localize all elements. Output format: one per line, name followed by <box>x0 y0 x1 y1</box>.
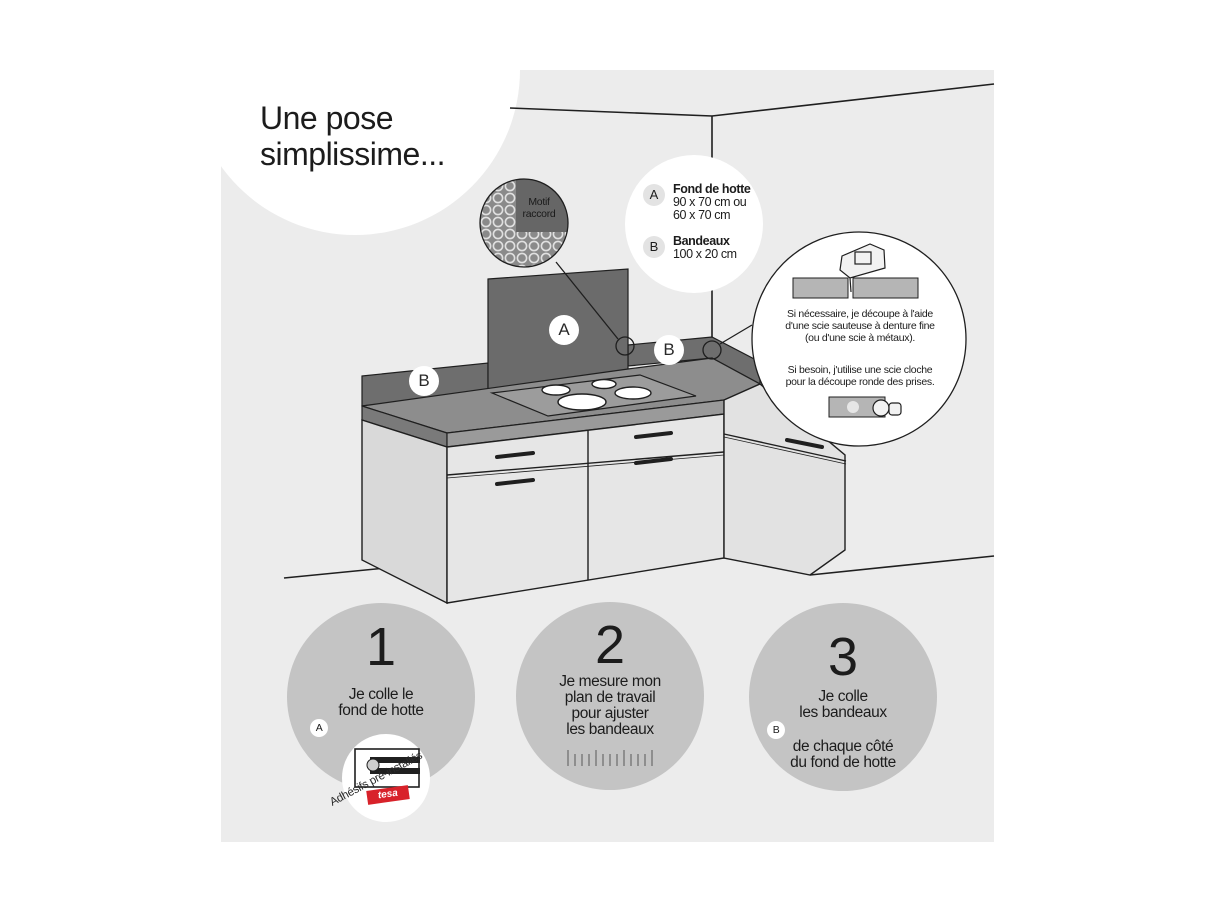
step-1-line-1: Je colle le <box>348 686 414 703</box>
motif-line-1: Motif <box>528 196 550 208</box>
jigsaw-icon <box>839 243 886 293</box>
legend-badge-b: B <box>643 236 665 258</box>
bandeau-label-b-left: B <box>409 366 439 396</box>
legend-item-b: Bandeaux 100 x 20 cm <box>673 235 763 261</box>
zoom-markers <box>555 261 753 360</box>
title-line-1: Une pose <box>260 100 393 136</box>
step-2-line-3: pour ajuster <box>571 705 649 722</box>
motif-zoom-circle <box>479 178 569 268</box>
cooktop-burners <box>541 378 652 411</box>
bandeau-label-b-corner: B <box>654 335 684 365</box>
legend-item-a-dims-2: 60 x 70 cm <box>673 208 731 222</box>
cabinet-handles <box>495 431 824 486</box>
step-2-line-4: les bandeaux <box>566 721 654 738</box>
step-3-badge: B <box>767 721 785 739</box>
step-3-number: 3 <box>827 627 859 687</box>
cutting-note-line: (ou d'une scie à métaux). <box>804 332 916 344</box>
legend-item-b-name: Bandeaux <box>673 234 730 248</box>
cutting-note-bubble <box>751 231 967 447</box>
step-1-number: 1 <box>365 617 397 677</box>
cutting-note-line: pour la découpe ronde des prises. <box>785 376 935 388</box>
legend-badge-a: A <box>643 184 665 206</box>
page-title: Une pose simplissime... <box>260 100 480 172</box>
cutting-note-paragraph-2: Si besoin, j'utilise une scie cloche pou… <box>760 364 960 388</box>
cutting-note-line: Si nécessaire, je découpe à l'aide <box>787 308 933 320</box>
step-1-circle <box>287 603 475 791</box>
legend-item-b-dims-1: 100 x 20 cm <box>673 247 737 261</box>
step-2-circle <box>516 602 704 790</box>
step-2-line-2: plan de travail <box>564 689 656 706</box>
legend-item-a: Fond de hotte 90 x 70 cm ou 60 x 70 cm <box>673 183 763 222</box>
step-2-number: 2 <box>594 615 626 675</box>
adhesive-badge <box>342 734 430 822</box>
panel-label-a: A <box>549 315 579 345</box>
cutting-note-line: d'une scie sauteuse à denture fine <box>785 320 935 332</box>
step-2-text: Je mesure mon plan de travail pour ajust… <box>530 674 690 738</box>
step-3-line-4: du fond de hotte <box>790 754 896 771</box>
legend-item-a-dims-1: 90 x 70 cm ou <box>673 195 747 209</box>
step-3-circle <box>749 603 937 791</box>
cutting-note-line: Si besoin, j'utilise une scie cloche <box>787 364 933 376</box>
step-2-line-1: Je mesure mon <box>559 673 661 690</box>
legend-item-a-name: Fond de hotte <box>673 182 751 196</box>
ruler-icon <box>567 750 653 766</box>
title-line-2: simplissime... <box>260 136 446 172</box>
legend-bubble <box>625 155 763 293</box>
hole-saw-icon <box>872 399 902 417</box>
step-1-badge: A <box>310 719 328 737</box>
step-3-line-3: de chaque côté <box>792 738 894 755</box>
cutting-note-paragraph-1: Si nécessaire, je découpe à l'aide d'une… <box>760 308 960 344</box>
step-3-line-1: Je colle <box>818 688 868 705</box>
motif-line-2: raccord <box>522 208 556 220</box>
motif-label: Motif raccord <box>516 196 562 220</box>
